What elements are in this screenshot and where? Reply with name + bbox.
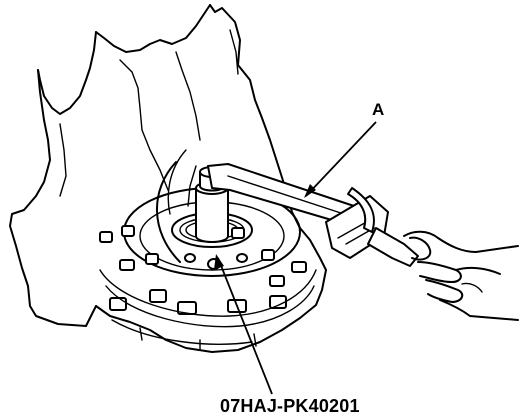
transmission-housing [9,4,327,353]
callout-a-label: A [372,100,385,119]
callout-tool-arrowhead [214,254,224,270]
torque-wrench [207,163,419,267]
housing-ribs [99,269,317,351]
callout-tool-label: 07HAJ-PK40201 [220,396,360,416]
callout-tool-leader [217,257,273,395]
callout-a-arrowhead [304,184,316,198]
callout-a-leader [305,121,377,197]
technician-hand [403,230,519,321]
